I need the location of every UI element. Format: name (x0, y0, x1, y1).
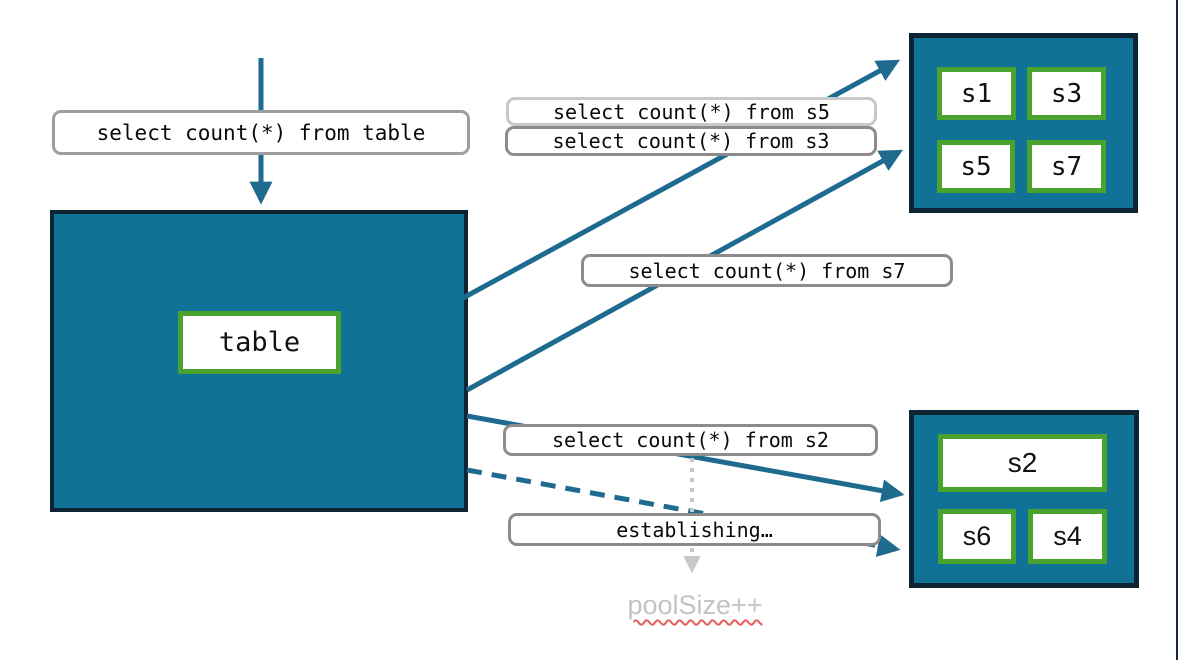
query-label-s3: select count(*) from s3 (505, 126, 877, 156)
query-label-s7: select count(*) from s7 (581, 254, 953, 287)
query-label-s2: select count(*) from s2 (503, 424, 878, 456)
establishing-label: establishing… (508, 513, 881, 546)
shard-s3: s3 (1027, 67, 1106, 120)
shard-s4: s4 (1028, 509, 1107, 564)
shard-s1: s1 (937, 67, 1016, 120)
shard-s2: s2 (938, 434, 1107, 492)
query-label-table: select count(*) from table (52, 110, 470, 155)
slide-edge-line (1176, 0, 1178, 660)
table-label: table (178, 311, 341, 374)
shard-s7: s7 (1027, 140, 1106, 193)
shard-group-top: s1 s3 s5 s7 (909, 33, 1138, 213)
poolsize-text: poolSize++ (627, 590, 763, 620)
query-label-s5: select count(*) from s5 (506, 97, 877, 126)
poolsize-note: poolSize++ (600, 590, 790, 621)
shard-s5: s5 (937, 140, 1015, 193)
shard-group-bottom: s2 s6 s4 (909, 410, 1139, 588)
shard-s6: s6 (938, 509, 1016, 564)
table-box: table (50, 210, 468, 512)
